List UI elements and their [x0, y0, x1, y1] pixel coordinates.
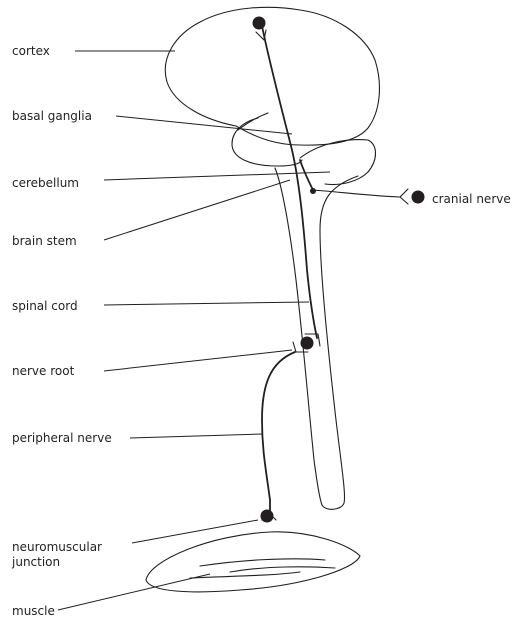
label-cranial-nerve: cranial nerve [432, 192, 511, 207]
label-spinal-cord: spinal cord [12, 299, 78, 314]
anterior-horn-neuron-dot [301, 337, 314, 350]
label-nerve-root: nerve root [12, 364, 74, 379]
label-muscle: muscle [12, 604, 55, 619]
cranial-nerve-ending-dot [412, 191, 425, 204]
leader-peripheral-nerve [130, 434, 262, 438]
lower-motor-neuron-path [262, 352, 295, 512]
label-brain-stem: brain stem [12, 234, 77, 249]
label-cerebellum: cerebellum [12, 176, 79, 191]
brain-stem-left-contour [275, 168, 322, 505]
neuromuscular-junction-dot [261, 510, 274, 523]
brain-stem-right-contour [320, 176, 358, 509]
cranial-nerve-fiber [313, 190, 400, 197]
leader-brain-stem [104, 180, 290, 240]
leader-neuromuscular-junction [132, 520, 258, 543]
cranial-nerve-ending-fork [400, 189, 408, 204]
label-cortex: cortex [12, 44, 50, 59]
label-neuromuscular-junction: neuromuscular junction [12, 540, 102, 570]
cranial-nerve-branch [300, 160, 313, 190]
leader-nerve-root [104, 350, 292, 371]
label-peripheral-nerve: peripheral nerve [12, 431, 112, 446]
muscle-fiber-2 [230, 567, 335, 572]
cerebellum-outline [300, 140, 376, 185]
temporal-lobe-outline [232, 118, 302, 166]
cortex-neuron-dot [253, 17, 266, 30]
label-neuromuscular-junction-line2: junction [12, 555, 102, 570]
basal-ganglia-shape [238, 113, 268, 130]
label-neuromuscular-junction-line1: neuromuscular [12, 540, 102, 555]
muscle-outline [146, 532, 360, 592]
label-basal-ganglia: basal ganglia [12, 109, 92, 124]
cortex-synapse-fork [256, 30, 266, 40]
muscle-fiber-1 [200, 559, 325, 566]
leader-spinal-cord [104, 302, 309, 305]
leader-basal-ganglia [116, 116, 292, 134]
brain-stem-nucleus-dot [310, 188, 316, 194]
